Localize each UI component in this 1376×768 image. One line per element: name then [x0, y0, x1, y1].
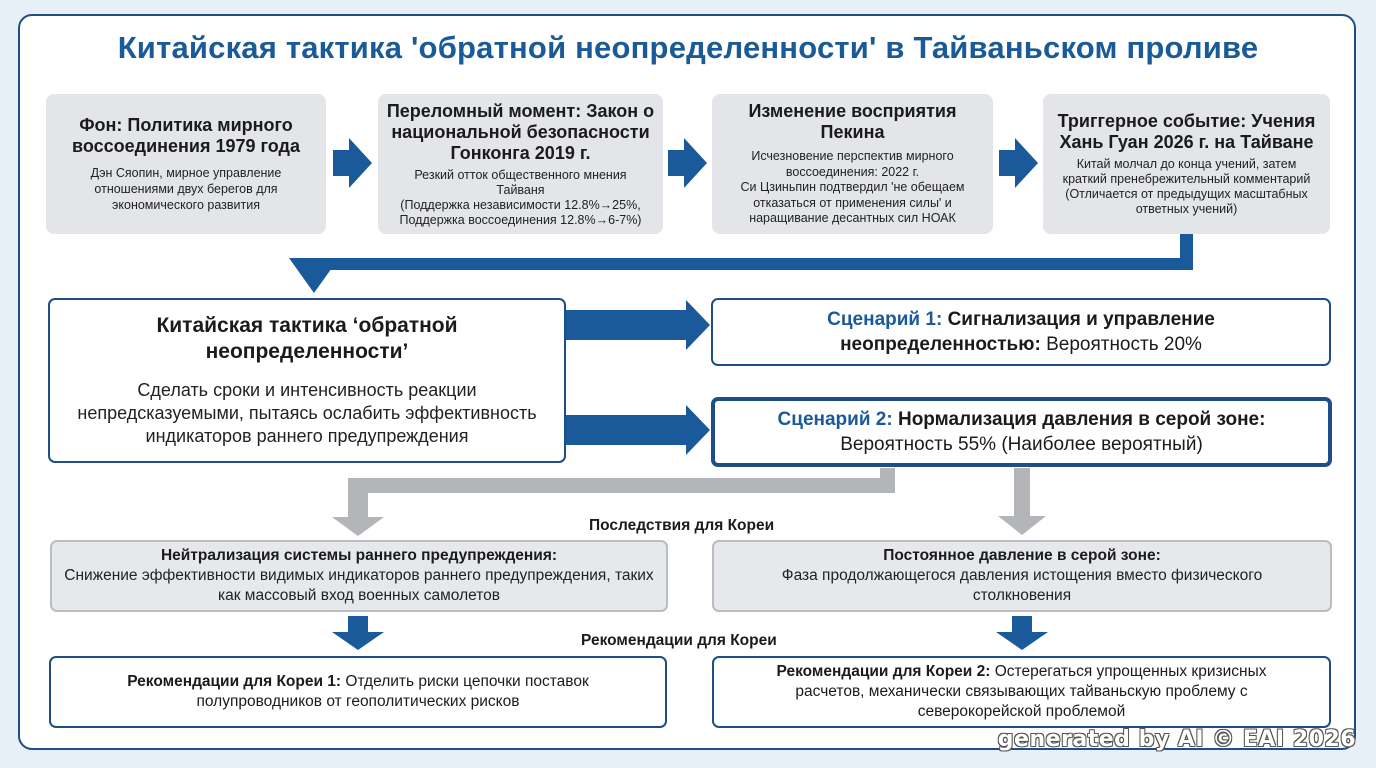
arrow-connector: [314, 234, 1193, 270]
scenario-1-text: Сценарий 1: Сигнализация и управление не…: [796, 307, 1246, 357]
background-box: Фон: Политика мирного воссоединения 1979…: [46, 94, 326, 234]
recommendation-2-label: Рекомендации для Кореи 2:: [776, 663, 991, 680]
scenario-1-box: Сценарий 1: Сигнализация и управление не…: [711, 298, 1331, 366]
arrow-to-scenario-1: [566, 300, 710, 350]
recommendation-1-body: Отделить риски цепочки поставок полупров…: [196, 673, 589, 710]
scenario-1-label: Сценарий 1:: [827, 309, 943, 330]
scenario-1-probability: Вероятность 20%: [1046, 334, 1202, 355]
arrow-down-rec-2: [996, 616, 1048, 650]
arrow-right-3: [999, 138, 1038, 188]
page-title: Китайская тактика 'обратной неопределенн…: [117, 30, 1259, 65]
recommendation-1-label: Рекомендации для Кореи 1:: [127, 673, 342, 690]
implication-2-heading: Постоянное давление в серой зоне:: [883, 547, 1161, 564]
turning-point-box: Переломный момент: Закон о национальной …: [378, 94, 663, 234]
gray-arrow-left: [332, 468, 895, 536]
arrow-down-rec-1: [332, 616, 384, 650]
scenario-2-box: Сценарий 2: Нормализация давления в серо…: [711, 397, 1332, 467]
arrow-right-2: [668, 138, 707, 188]
perception-change-text: Исчезновение перспектив мирного воссоеди…: [740, 149, 965, 226]
turning-point-text: Резкий отток общественного мнения Тайван…: [399, 167, 642, 227]
watermark: generated by AI © EAI 2026: [997, 727, 1356, 752]
scenario-2-label: Сценарий 2:: [777, 409, 893, 430]
arrow-to-scenario-2: [566, 405, 710, 455]
scenario-2-text: Сценарий 2: Нормализация давления в серо…: [778, 407, 1266, 457]
main-tactic-box: Китайская тактика ‘обратной неопределенн…: [48, 298, 566, 463]
recommendations-caption: Рекомендации для Кореи: [581, 632, 777, 649]
main-tactic-text: Сделать сроки и интенсивность реакции не…: [77, 380, 537, 446]
perception-change-heading: Изменение восприятия Пекина: [748, 101, 957, 143]
scenario-2-name: Нормализация давления в серой зоне:: [897, 409, 1266, 430]
trigger-event-heading: Триггерное событие: Учения Хань Гуан 202…: [1057, 111, 1316, 152]
trigger-event-box: Триггерное событие: Учения Хань Гуан 202…: [1043, 94, 1330, 234]
gray-arrow-right: [998, 468, 1046, 535]
trigger-event-text: Китай молчал до конца учений, затем крат…: [1062, 157, 1311, 216]
implication-1-text: Снижение эффективности видимых индикатор…: [64, 567, 654, 604]
scenario-2-probability: Вероятность 55% (Наиболее вероятный): [840, 434, 1203, 455]
perception-change-box: Изменение восприятия Пекина Исчезновение…: [712, 94, 993, 234]
implications-caption: Последствия для Кореи: [589, 517, 775, 534]
recommendation-2-text: Рекомендации для Кореи 2: Остерегаться у…: [742, 662, 1302, 722]
recommendation-2-body: Остерегаться упрощенных кризисных расчет…: [795, 663, 1267, 720]
recommendation-2-box: Рекомендации для Кореи 2: Остерегаться у…: [712, 656, 1331, 728]
recommendation-1-text: Рекомендации для Кореи 1: Отделить риски…: [98, 672, 618, 712]
scenario-1-name: Сигнализация и управление неопределеннос…: [840, 309, 1215, 355]
turning-point-heading: Переломный момент: Закон о национальной …: [386, 100, 655, 163]
main-tactic-heading: Китайская тактика ‘обратной неопределенн…: [156, 314, 458, 363]
arrow-down-main: [289, 258, 339, 293]
background-heading: Фон: Политика мирного воссоединения 1979…: [72, 115, 300, 156]
implication-1-box: Нейтрализация системы раннего предупрежд…: [50, 540, 668, 612]
arrow-right-1: [333, 138, 372, 188]
implication-2-box: Постоянное давление в серой зоне: Фаза п…: [712, 540, 1332, 612]
implication-2-text: Фаза продолжающегося давления истощения …: [781, 567, 1263, 604]
background-text: Дэн Сяопин, мирное управление отношениям…: [90, 166, 282, 212]
recommendation-1-box: Рекомендации для Кореи 1: Отделить риски…: [49, 656, 667, 728]
implication-1-heading: Нейтрализация системы раннего предупрежд…: [160, 547, 558, 564]
